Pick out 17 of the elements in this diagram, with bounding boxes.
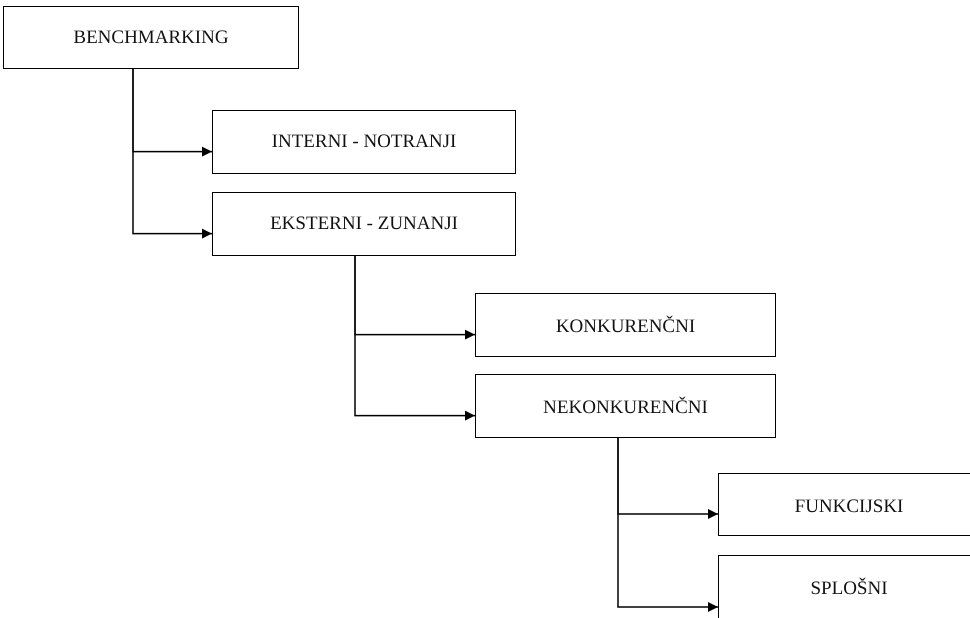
category-box [212, 192, 516, 256]
category-box [212, 110, 516, 174]
category-box [718, 473, 970, 536]
connector-arrow [132, 69, 212, 239]
box-label: NEKONKURENČNI [543, 397, 708, 419]
box-label: FUNKCIJSKI [794, 496, 904, 518]
box-label: EKSTERNI - ZUNANJI [270, 213, 458, 235]
box-label: BENCHMARKING [73, 27, 229, 49]
category-box [475, 374, 776, 438]
connector-arrow [617, 438, 718, 612]
box-label: INTERNI - NOTRANJI [272, 131, 456, 153]
category-box [718, 555, 970, 618]
category-box [3, 6, 299, 69]
connector-arrow [354, 256, 475, 421]
box-label: KONKURENČNI [556, 316, 696, 338]
category-box [475, 293, 776, 357]
box-label: SPLOŠNI [810, 578, 888, 600]
